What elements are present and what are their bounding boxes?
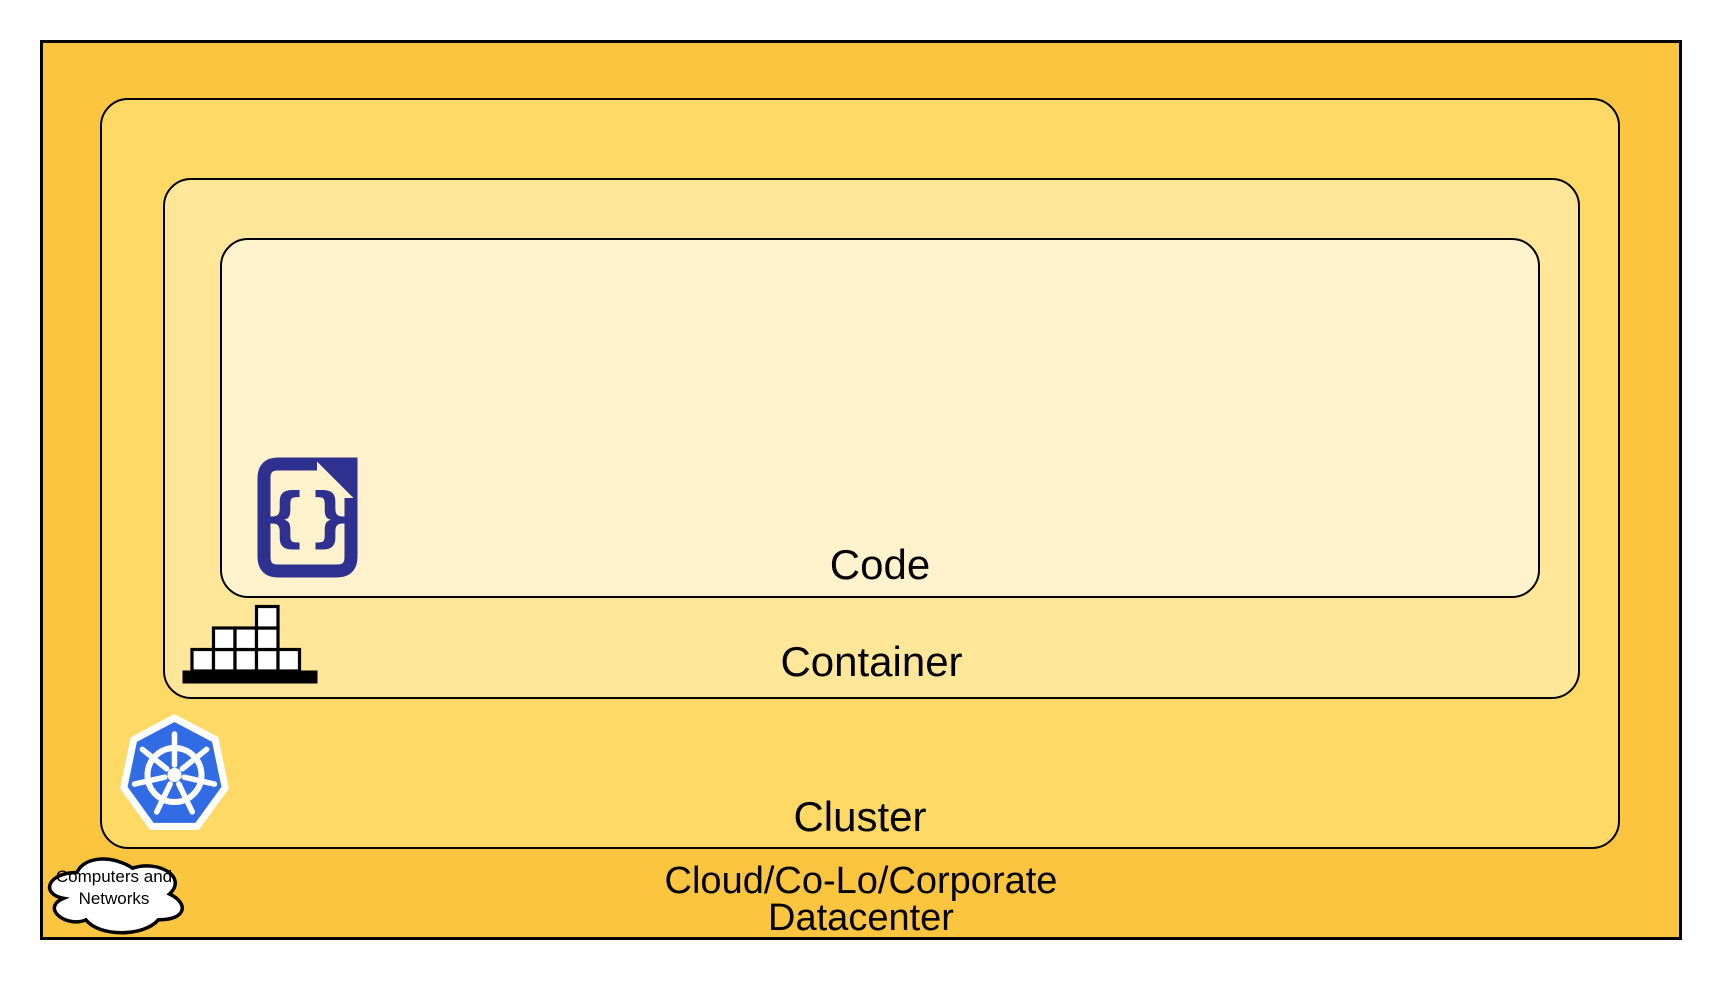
kubernetes-icon [120,714,229,830]
cloud-icon [48,857,184,935]
cluster-label: Cluster [793,793,927,840]
code-braces-glyph: {} [262,481,353,555]
code-file-icon: {} [257,457,358,578]
datacenter-label: Cloud/Co-Lo/Corporate Datacenter [43,860,1679,939]
layer-code: {} Code [220,238,1540,598]
layer-container: {} Code [163,178,1580,699]
layer-datacenter: {} Code [40,40,1682,940]
code-label: Code [829,541,931,588]
container-label: Container [780,638,963,685]
cloud-callout-line1: Computers and [55,867,173,886]
cloud-callout: Computers and Networks [40,866,188,910]
datacenter-label-line2: Datacenter [768,897,954,939]
layer-cluster: {} Code [100,98,1620,849]
cloud-callout-line2: Networks [78,889,150,908]
container-blocks-icon [182,604,318,684]
datacenter-label-line1: Cloud/Co-Lo/Corporate [664,860,1058,902]
